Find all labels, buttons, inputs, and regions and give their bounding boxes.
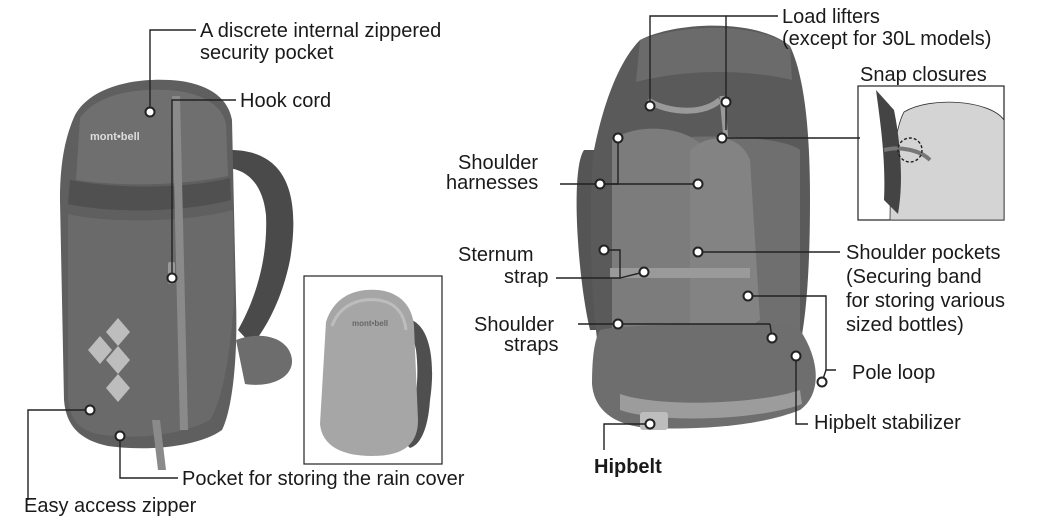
rain-cover-inset	[304, 276, 442, 464]
label-rain-cover-pocket: Pocket for storing the rain cover	[182, 468, 464, 490]
label-shoulder-pockets-line1: Shoulder pockets	[846, 242, 1001, 264]
brand-logo-rain-cover: mont•bell	[352, 319, 388, 328]
label-shoulder-straps-line2: straps	[504, 334, 558, 356]
back-backpack-image	[577, 26, 816, 430]
label-shoulder-harnesses-line2: harnesses	[446, 172, 538, 194]
label-sternum-strap-line2: strap	[504, 266, 548, 288]
label-shoulder-pockets-line2: (Securing band	[846, 266, 982, 288]
label-shoulder-pockets-line4: sized bottles)	[846, 314, 964, 336]
label-hipbelt: Hipbelt	[594, 456, 662, 478]
label-load-lifters-line2: (except for 30L models)	[782, 28, 991, 50]
label-pole-loop: Pole loop	[852, 362, 935, 384]
label-easy-access-zipper: Easy access zipper	[24, 495, 196, 517]
label-load-lifters-line1: Load lifters	[782, 6, 880, 28]
label-hook-cord: Hook cord	[240, 90, 331, 112]
label-hipbelt-stabilizer: Hipbelt stabilizer	[814, 412, 961, 434]
label-shoulder-pockets-line3: for storing various	[846, 290, 1005, 312]
label-shoulder-harnesses-line1: Shoulder	[458, 152, 538, 174]
label-sternum-strap-line1: Sternum	[458, 244, 534, 266]
label-shoulder-straps-line1: Shoulder	[474, 314, 554, 336]
brand-logo-front: mont•bell	[90, 131, 140, 143]
label-security-pocket-line2: security pocket	[200, 42, 333, 64]
label-snap-closures: Snap closures	[860, 64, 987, 86]
label-security-pocket-line1: A discrete internal zippered	[200, 20, 441, 42]
snap-closures-inset	[858, 86, 1004, 220]
